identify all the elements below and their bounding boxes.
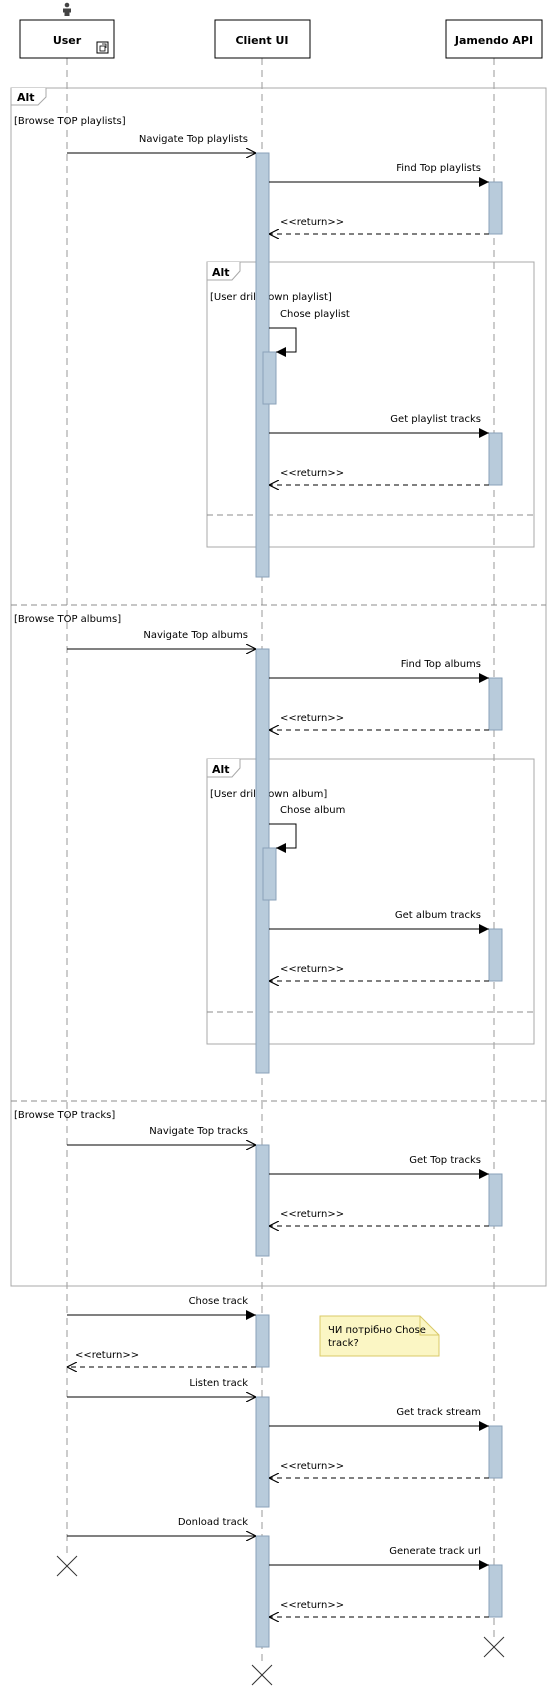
message-label: Chose album	[280, 805, 345, 816]
message-label: Donload track	[178, 1517, 248, 1528]
destroy-user-icon	[56, 1555, 78, 1577]
activation-client-ui	[255, 1396, 270, 1508]
fragment-alt-browse: Alt [Browse TOP playlists] [Browse TOP a…	[10, 87, 547, 1287]
activation-client-ui-self	[262, 351, 277, 405]
message-label: Listen track	[189, 1378, 248, 1389]
message-label: Get playlist tracks	[390, 414, 481, 425]
note[interactable]: ЧИ потрібно Chose track?	[319, 1315, 440, 1357]
participant-client-ui-label: Client UI	[235, 34, 288, 47]
participant-user-label: User	[53, 34, 82, 47]
message-label: <<return>>	[75, 1350, 139, 1361]
fragment-operator: Alt	[212, 266, 230, 279]
self-message-arrow	[269, 327, 297, 357]
message-label: Chose track	[189, 1296, 249, 1307]
activation-jamendo-api	[488, 181, 503, 235]
activation-client-ui	[255, 1314, 270, 1368]
message-label: Get album tracks	[395, 910, 481, 921]
message-label: Find Top playlists	[396, 163, 481, 174]
fragment-guard: [Browse TOP tracks]	[14, 1110, 115, 1121]
note-text: ЧИ потрібно Chose	[328, 1324, 426, 1336]
participant-jamendo-api[interactable]: Jamendo API	[445, 19, 543, 59]
message-label: Navigate Top tracks	[149, 1126, 248, 1137]
message-label: <<return>>	[280, 1209, 344, 1220]
fragment-guard: [Browse TOP playlists]	[14, 116, 126, 127]
fragment-guard: [Browse TOP albums]	[14, 614, 121, 625]
destroy-jamendo-api-icon	[483, 1636, 505, 1658]
activation-client-ui-self	[262, 847, 277, 901]
message-label: Find Top albums	[401, 659, 481, 670]
message-label: Get track stream	[396, 1407, 481, 1418]
message-label: <<return>>	[280, 1461, 344, 1472]
participant-jamendo-api-label: Jamendo API	[454, 34, 533, 47]
message-label: Get Top tracks	[409, 1155, 481, 1166]
activation-jamendo-api	[488, 1173, 503, 1227]
message-label: <<return>>	[280, 468, 344, 479]
note-text: track?	[328, 1338, 359, 1349]
participant-user[interactable]: User	[19, 2, 115, 59]
fragment-guard: [User drill down playlist]	[210, 292, 332, 303]
activation-jamendo-api	[488, 1425, 503, 1479]
message-label: Navigate Top playlists	[139, 134, 248, 145]
message-label: <<return>>	[280, 964, 344, 975]
activation-jamendo-api	[488, 1564, 503, 1618]
message-label: Chose playlist	[280, 309, 350, 320]
message-label: <<return>>	[280, 1600, 344, 1611]
participant-client-ui[interactable]: Client UI	[214, 19, 311, 59]
activation-client-ui	[255, 1144, 270, 1257]
activation-client-ui	[255, 1535, 270, 1648]
fragment-operator: Alt	[212, 763, 230, 776]
activation-jamendo-api	[488, 432, 503, 486]
message-label: Navigate Top albums	[143, 630, 248, 641]
person-icon	[63, 2, 71, 16]
message-label: <<return>>	[280, 217, 344, 228]
destroy-client-ui-icon	[251, 1664, 273, 1686]
activation-jamendo-api	[488, 928, 503, 982]
fragment-operator: Alt	[17, 91, 35, 104]
activation-jamendo-api	[488, 677, 503, 731]
message-label: <<return>>	[280, 713, 344, 724]
self-message-arrow	[269, 823, 297, 853]
message-label: Generate track url	[389, 1546, 481, 1557]
link-icon	[96, 41, 109, 54]
